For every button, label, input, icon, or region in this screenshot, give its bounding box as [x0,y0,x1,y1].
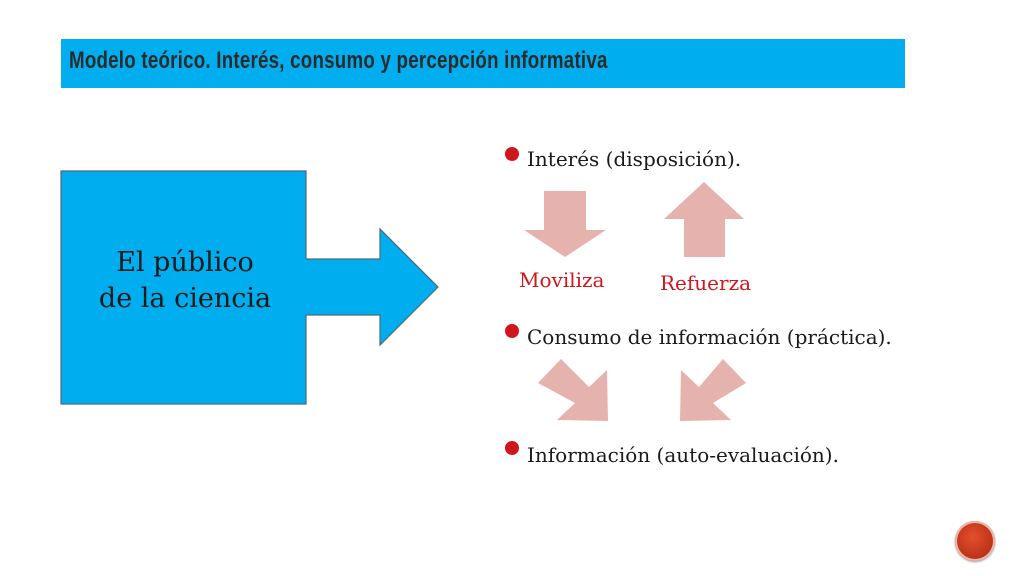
public-label: El público de la ciencia [62,245,308,317]
bullet-dot [505,441,519,455]
bullet-dot [505,147,519,161]
up-arrow-icon [664,182,744,257]
bullet-dot [505,324,519,338]
diagonal-arrow-right-icon [538,359,608,421]
title-bar: Modelo teórico. Interés, consumo y perce… [61,39,905,88]
public-label-line2: de la ciencia [98,283,272,314]
down-arrow-icon [524,191,606,257]
logo-circle-icon [955,521,995,561]
refuerza-label: Refuerza [660,271,752,295]
bullet-text: Información (auto-evaluación). [527,443,839,467]
slide-title: Modelo teórico. Interés, consumo y perce… [69,47,608,74]
diagonal-arrow-left-icon [680,359,746,421]
bullet-text: Interés (disposición). [527,147,742,171]
moviliza-label: Moviliza [519,268,605,292]
public-label-line1: El público [116,247,254,278]
bullet-text: Consumo de información (práctica). [527,325,892,349]
